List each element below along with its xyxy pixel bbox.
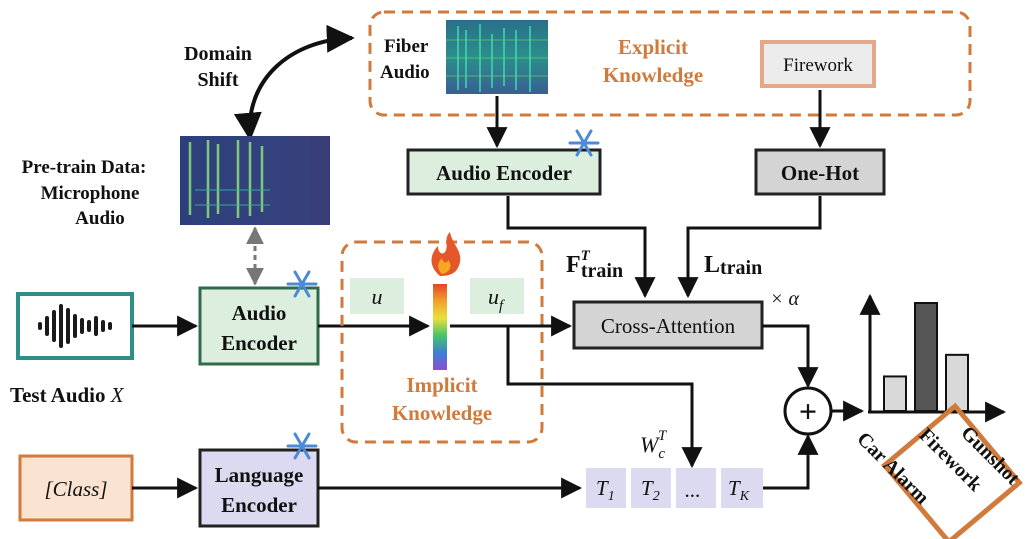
token-label: ... (685, 478, 701, 502)
firework-highlight-box (881, 402, 1023, 539)
fiber-audio-label-line2: Audio (380, 62, 430, 83)
one-hot-box (754, 148, 886, 196)
test-audio-label: Test Audio X (10, 383, 125, 407)
pretrain-label-line2: Microphone (41, 183, 140, 204)
pretrain-label-line1: Pre-train Data: (22, 157, 147, 178)
explicit-knowledge-region (368, 10, 972, 117)
audio-encoder-mid-line1: Audio (232, 301, 287, 325)
firework-label-box (760, 40, 876, 88)
token-label: T2 (641, 476, 660, 504)
cross-attention-label: Cross-Attention (601, 314, 736, 338)
spectrum-bar (433, 284, 447, 370)
domain-shift-label-line2: Shift (197, 69, 238, 91)
token-label: T1 (596, 476, 615, 504)
token-label: TK (728, 476, 750, 504)
tokens-to-plus-arrow (763, 433, 819, 490)
ftrain-arrow (506, 196, 656, 299)
u-box (350, 278, 404, 314)
explicit-knowledge-label-line2: Knowledge (603, 63, 703, 87)
implicit-knowledge-label-line1: Implicit (406, 373, 477, 397)
tokens-row: T1 T2 ... TK (586, 468, 763, 508)
bar-firework (914, 302, 938, 412)
pretrain-label-line3: Audio (75, 208, 125, 229)
plus-symbol: + (799, 393, 817, 429)
l-train-label: Ltrain (704, 252, 762, 279)
snowflake-icon (286, 432, 318, 460)
ltrain-arrow (677, 196, 822, 299)
snowflake-icon (286, 270, 318, 298)
token-box (676, 468, 716, 508)
uf-to-tokens-arrow (506, 326, 703, 469)
firework-label-text: Firework (783, 55, 853, 76)
language-encoder-line1: Language (215, 463, 304, 487)
class-token-label: [Class] (44, 477, 107, 501)
domain-shift-arrow (233, 24, 355, 141)
language-encoder-line2: Encoder (221, 493, 297, 517)
cross-attention-box (572, 300, 764, 350)
audio-encoder-mid-line2: Encoder (221, 331, 297, 355)
plus-circle (783, 386, 833, 436)
audio-encoder-mid-box (198, 286, 320, 366)
token-box (631, 468, 671, 508)
token-box (721, 468, 763, 508)
audio-encoder-top-label: Audio Encoder (436, 161, 572, 185)
explicit-knowledge-label-line1: Explicit (618, 35, 688, 59)
implicit-knowledge-label-line2: Knowledge (392, 401, 492, 425)
bar-car-alarm (883, 375, 907, 413)
class-token-box (18, 454, 134, 522)
uf-box (470, 278, 524, 314)
domain-shift-label-line1: Domain (184, 43, 252, 65)
audio-encoder-top-box (406, 148, 602, 196)
token-box (586, 468, 626, 508)
wc-label: WcT (640, 428, 668, 462)
fiber-audio-label-line1: Fiber (384, 36, 429, 57)
implicit-knowledge-region (340, 240, 544, 444)
bar-gunshot (945, 353, 969, 412)
chart-bars (883, 302, 969, 413)
microphone-audio-spectrogram (180, 136, 330, 225)
crossattention-to-plus-arrow (762, 324, 819, 389)
snowflake-icon (568, 129, 600, 157)
one-hot-label: One-Hot (781, 161, 859, 185)
fiber-audio-spectrogram (446, 20, 548, 94)
uf-label: uf (488, 284, 505, 314)
u-label: u (372, 284, 383, 309)
waveform-icon (38, 304, 112, 348)
times-alpha-label: × α (770, 288, 799, 310)
fire-icon (431, 232, 461, 276)
